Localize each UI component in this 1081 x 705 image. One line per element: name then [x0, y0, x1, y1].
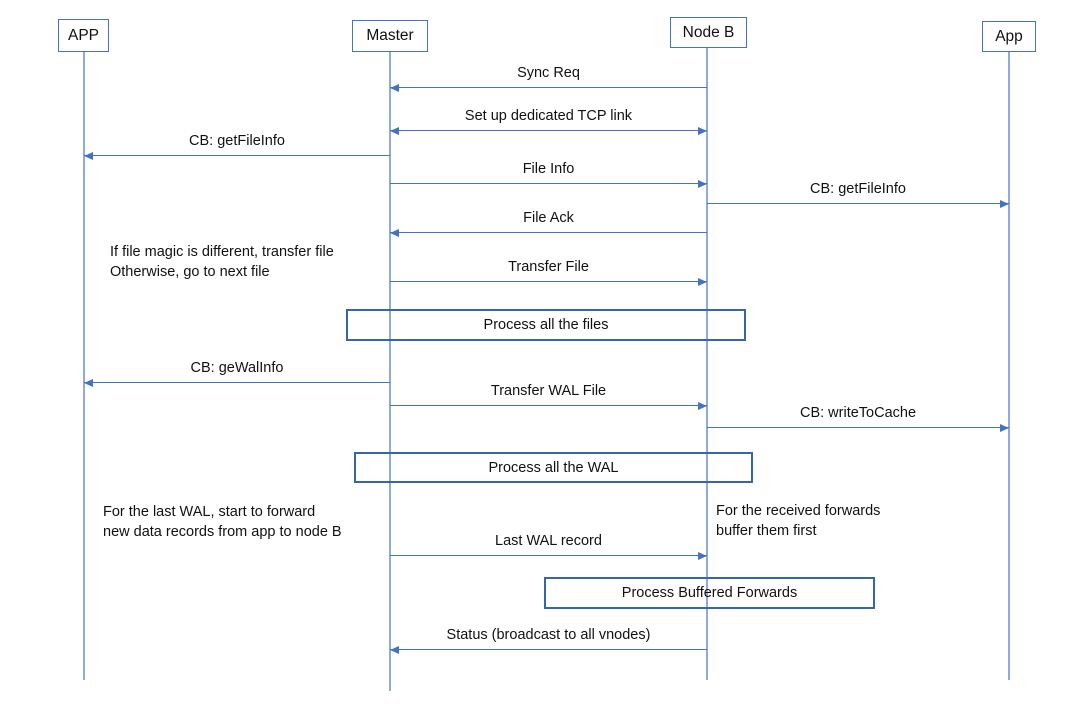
- note-line: buffer them first: [716, 523, 817, 539]
- arrowhead-left: [84, 378, 93, 387]
- arrowhead-right: [1000, 423, 1009, 432]
- lifeline-master: [389, 52, 391, 691]
- arrowhead-right: [698, 401, 707, 410]
- message-line: [707, 426, 1009, 428]
- process-box-label: Process Buffered Forwards: [621, 585, 798, 601]
- note-line: For the last WAL, start to forward: [103, 504, 316, 520]
- note-line: new data records from app to node B: [103, 524, 342, 540]
- arrowhead-right: [1000, 199, 1009, 208]
- message-label: Sync Req: [517, 65, 580, 81]
- lifeline-app-left: [83, 52, 85, 680]
- note-file-magic: If file magic is different, transfer fil…: [110, 242, 334, 282]
- arrowhead-left: [84, 151, 93, 160]
- process-box-label: Process all the files: [483, 317, 609, 333]
- message-label: File Ack: [523, 210, 574, 226]
- message-transfer-file: Transfer File: [390, 253, 707, 286]
- message-file-ack: File Ack: [390, 204, 707, 237]
- process-box-buffered-forwards: Process Buffered Forwards: [544, 577, 875, 609]
- lifeline-node-b: [706, 48, 708, 680]
- message-label: Transfer WAL File: [490, 383, 607, 399]
- note-line: Otherwise, go to next file: [110, 264, 270, 280]
- message-file-info: File Info: [390, 155, 707, 188]
- message-label: Transfer File: [508, 259, 589, 275]
- participant-label: Master: [366, 27, 414, 44]
- arrowhead-right: [698, 551, 707, 560]
- message-last-wal-record: Last WAL record: [390, 527, 707, 560]
- message-cb-getfileinfo-left: CB: getFileInfo: [84, 127, 390, 160]
- arrowhead-left: [390, 645, 399, 654]
- arrowhead-right: [698, 277, 707, 286]
- message-line: [390, 404, 707, 406]
- message-cb-gewalinfo: CB: geWalInfo: [84, 354, 390, 387]
- participant-box-master: Master: [352, 20, 428, 52]
- message-line: [707, 202, 1009, 204]
- arrowhead-right: [698, 179, 707, 188]
- message-label: CB: geWalInfo: [190, 360, 284, 376]
- message-line: [390, 554, 707, 556]
- arrowhead-left: [390, 126, 399, 135]
- message-label: Last WAL record: [495, 533, 602, 549]
- message-setup-tcp-link: Set up dedicated TCP link: [390, 102, 707, 135]
- message-line: [390, 129, 707, 131]
- message-line: [390, 182, 707, 184]
- process-box-all-files: Process all the files: [346, 309, 746, 341]
- participant-box-node-b: Node B: [670, 17, 747, 48]
- message-line: [390, 648, 707, 650]
- message-cb-getfileinfo-right: CB: getFileInfo: [707, 175, 1009, 208]
- lifeline-app-right: [1008, 52, 1010, 680]
- message-label: File Info: [522, 161, 575, 177]
- note-received-forwards: For the received forwards buffer them fi…: [716, 501, 880, 541]
- message-label: Status (broadcast to all vnodes): [446, 627, 651, 643]
- message-line: [390, 280, 707, 282]
- note-last-wal-forward: For the last WAL, start to forward new d…: [103, 502, 342, 542]
- participant-label: APP: [67, 26, 99, 44]
- message-line: [390, 86, 707, 88]
- message-line: [390, 231, 707, 233]
- arrowhead-left: [390, 83, 399, 92]
- message-status-broadcast: Status (broadcast to all vnodes): [390, 621, 707, 654]
- participant-box-app-right: App: [982, 21, 1036, 52]
- process-box-all-wal: Process all the WAL: [354, 452, 753, 483]
- process-box-label: Process all the WAL: [488, 459, 619, 476]
- arrowhead-left: [390, 228, 399, 237]
- message-label: Set up dedicated TCP link: [464, 108, 633, 124]
- arrowhead-right: [698, 126, 707, 135]
- note-line: For the received forwards: [716, 503, 881, 519]
- message-sync-req: Sync Req: [390, 59, 707, 92]
- message-label: CB: getFileInfo: [189, 133, 285, 149]
- message-transfer-wal-file: Transfer WAL File: [390, 377, 707, 410]
- message-line: [84, 154, 390, 156]
- message-line: [84, 381, 390, 383]
- note-line: If file magic is different, transfer fil…: [110, 244, 334, 260]
- participant-label: Node B: [682, 23, 735, 41]
- participant-label: App: [995, 27, 1023, 45]
- message-cb-writetocache: CB: writeToCache: [707, 399, 1009, 432]
- message-label: CB: getFileInfo: [810, 181, 906, 197]
- message-label: CB: writeToCache: [799, 405, 917, 421]
- participant-box-app-left: APP: [58, 19, 109, 52]
